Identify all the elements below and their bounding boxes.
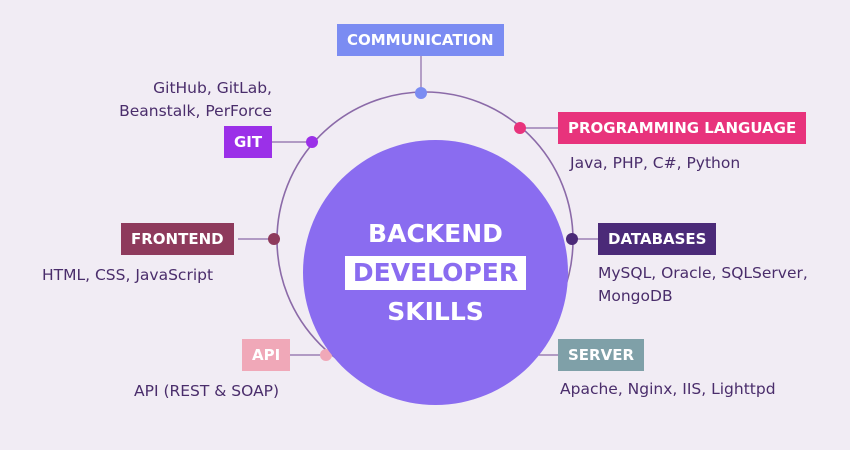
desc-server-line1: Apache, Nginx, IIS, Lighttpd: [560, 380, 776, 398]
desc-api: API (REST & SOAP): [134, 380, 279, 403]
dot-frontend: [268, 233, 280, 245]
desc-frontend-line1: HTML, CSS, JavaScript: [42, 266, 214, 284]
desc-programming-language-line1: Java, PHP, C#, Python: [570, 154, 741, 172]
dot-databases: [566, 233, 578, 245]
center-circle: BACKEND DEVELOPER SKILLS: [303, 140, 568, 405]
center-line-skills: SKILLS: [387, 296, 484, 326]
tag-databases: DATABASES: [598, 223, 717, 255]
desc-git-line2: Beanstalk, PerForce: [119, 102, 272, 120]
dot-programming: [514, 122, 526, 134]
dot-communication: [415, 87, 427, 99]
tag-git: GIT: [224, 126, 273, 158]
tag-server: SERVER: [558, 339, 645, 371]
tag-communication: COMMUNICATION: [337, 24, 504, 56]
tag-programming-language: PROGRAMMING LANGUAGE: [558, 112, 807, 144]
desc-programming-language: Java, PHP, C#, Python: [570, 152, 740, 175]
desc-api-line1: API (REST & SOAP): [134, 382, 280, 400]
desc-databases-line2: MongoDB: [598, 287, 673, 305]
desc-git: GitHub, GitLab, Beanstalk, PerForce: [119, 77, 272, 123]
desc-git-line1: GitHub, GitLab,: [153, 79, 272, 97]
dot-git: [306, 136, 318, 148]
desc-databases: MySQL, Oracle, SQLServer, MongoDB: [598, 262, 808, 308]
desc-frontend: HTML, CSS, JavaScript: [42, 264, 213, 287]
desc-databases-line1: MySQL, Oracle, SQLServer,: [598, 264, 808, 282]
center-line-developer: DEVELOPER: [344, 255, 527, 290]
tag-frontend: FRONTEND: [121, 223, 234, 255]
desc-server: Apache, Nginx, IIS, Lighttpd: [560, 378, 776, 401]
tag-api: API: [242, 339, 291, 371]
center-line-backend: BACKEND: [368, 218, 503, 248]
